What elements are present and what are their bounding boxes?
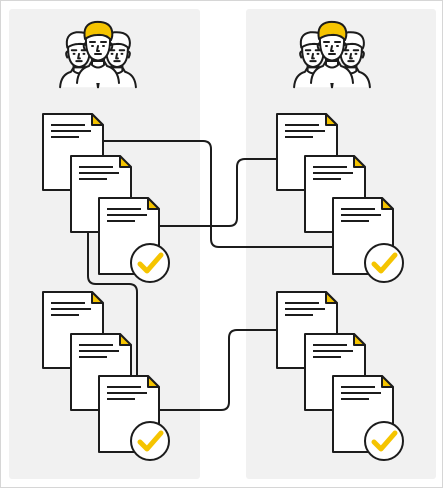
checkmark-badge-icon (364, 243, 404, 283)
team-icon (293, 20, 371, 89)
checkmark-badge-icon (130, 421, 170, 461)
checkmark-badge-icon (130, 243, 170, 283)
document-group-left-top (42, 113, 170, 283)
checkmark-badge-icon (364, 421, 404, 461)
link-left-bottom-to-right-bottom (159, 329, 278, 411)
person-center-icon (76, 20, 120, 84)
link-left-top-to-right-top-upper (159, 158, 278, 227)
link-left-top-to-right-top-lower (103, 140, 334, 248)
document-group-right-bottom (276, 291, 404, 461)
document-group-right-top (276, 113, 404, 283)
document-group-left-bottom (42, 291, 170, 461)
person-center-icon (310, 20, 354, 84)
link-left-top-to-left-bottom (87, 231, 138, 377)
team-icon (59, 20, 137, 89)
